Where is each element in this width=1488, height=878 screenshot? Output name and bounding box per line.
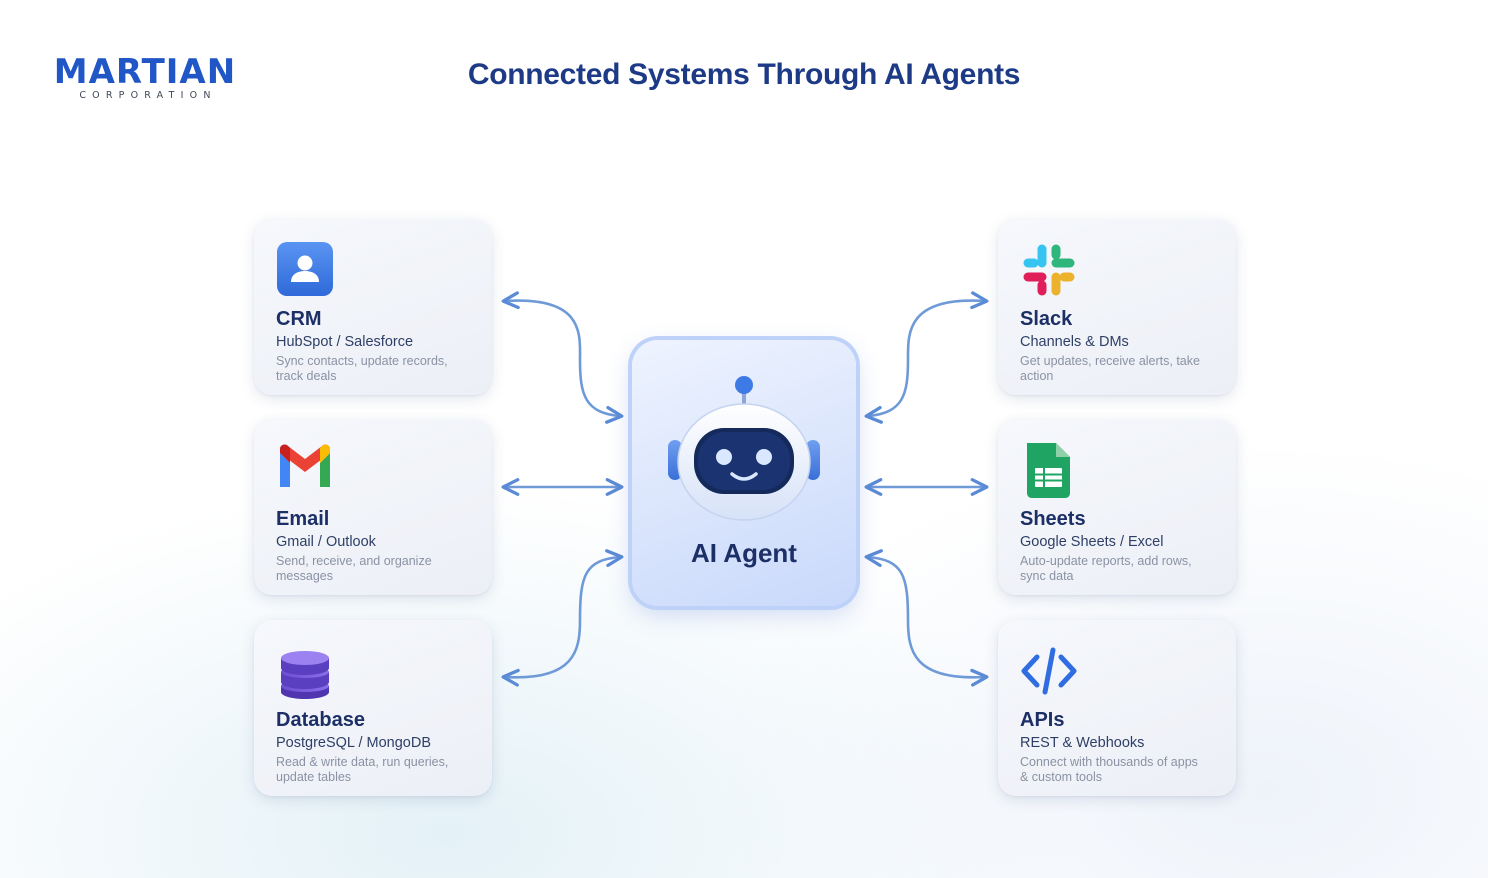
connector-apis (864, 549, 989, 687)
card-apis[interactable]: APIs REST & Webhooks Connect with thousa… (998, 620, 1236, 796)
ai-agent-hub: AI Agent (632, 340, 856, 606)
card-description: Get updates, receive alerts, take action (1020, 354, 1200, 383)
card-title: Email (276, 508, 330, 530)
connector-database (501, 549, 624, 687)
card-title: Database (276, 709, 365, 731)
card-title: Sheets (1020, 508, 1086, 530)
card-email[interactable]: Email Gmail / Outlook Send, receive, and… (254, 419, 492, 595)
brand-name: MARTIAN (53, 52, 237, 92)
card-subtitle: Channels & DMs (1020, 334, 1129, 350)
code-icon (1021, 647, 1077, 695)
robot-icon (668, 376, 820, 521)
card-title: APIs (1020, 709, 1065, 731)
card-title: Slack (1020, 308, 1073, 330)
card-subtitle: PostgreSQL / MongoDB (276, 735, 432, 751)
card-database[interactable]: Database PostgreSQL / MongoDB Read & wri… (254, 620, 492, 796)
sheets-icon (1027, 443, 1070, 498)
card-description: Send, receive, and organize messages (276, 554, 432, 583)
card-description: Read & write data, run queries, update t… (276, 755, 449, 784)
card-description: Connect with thousands of apps & custom … (1020, 755, 1198, 784)
card-subtitle: REST & Webhooks (1020, 735, 1145, 751)
connector-crm (501, 291, 624, 424)
card-slack[interactable]: Slack Channels & DMs Get updates, receiv… (998, 219, 1236, 395)
card-subtitle: HubSpot / Salesforce (276, 334, 414, 350)
brand-logo: MARTIAN CORPORATION (50, 54, 240, 101)
card-subtitle: Gmail / Outlook (276, 534, 376, 550)
gmail-icon (280, 444, 330, 487)
card-description: Sync contacts, update records, track dea… (276, 354, 448, 383)
card-subtitle: Google Sheets / Excel (1020, 534, 1164, 550)
user-icon (277, 242, 333, 296)
card-title: CRM (276, 308, 322, 330)
connector-slack (864, 291, 989, 424)
brand-subtitle: CORPORATION (79, 90, 217, 101)
ai-agent-label: AI Agent (691, 538, 797, 568)
slack-icon (1023, 244, 1075, 296)
card-crm[interactable]: CRM HubSpot / Salesforce Sync contacts, … (254, 219, 492, 395)
database-icon (281, 651, 329, 699)
card-description: Auto-update reports, add rows, sync data (1020, 554, 1192, 583)
page-title: Connected Systems Through AI Agents (467, 58, 1021, 91)
card-sheets[interactable]: Sheets Google Sheets / Excel Auto-update… (998, 419, 1236, 595)
